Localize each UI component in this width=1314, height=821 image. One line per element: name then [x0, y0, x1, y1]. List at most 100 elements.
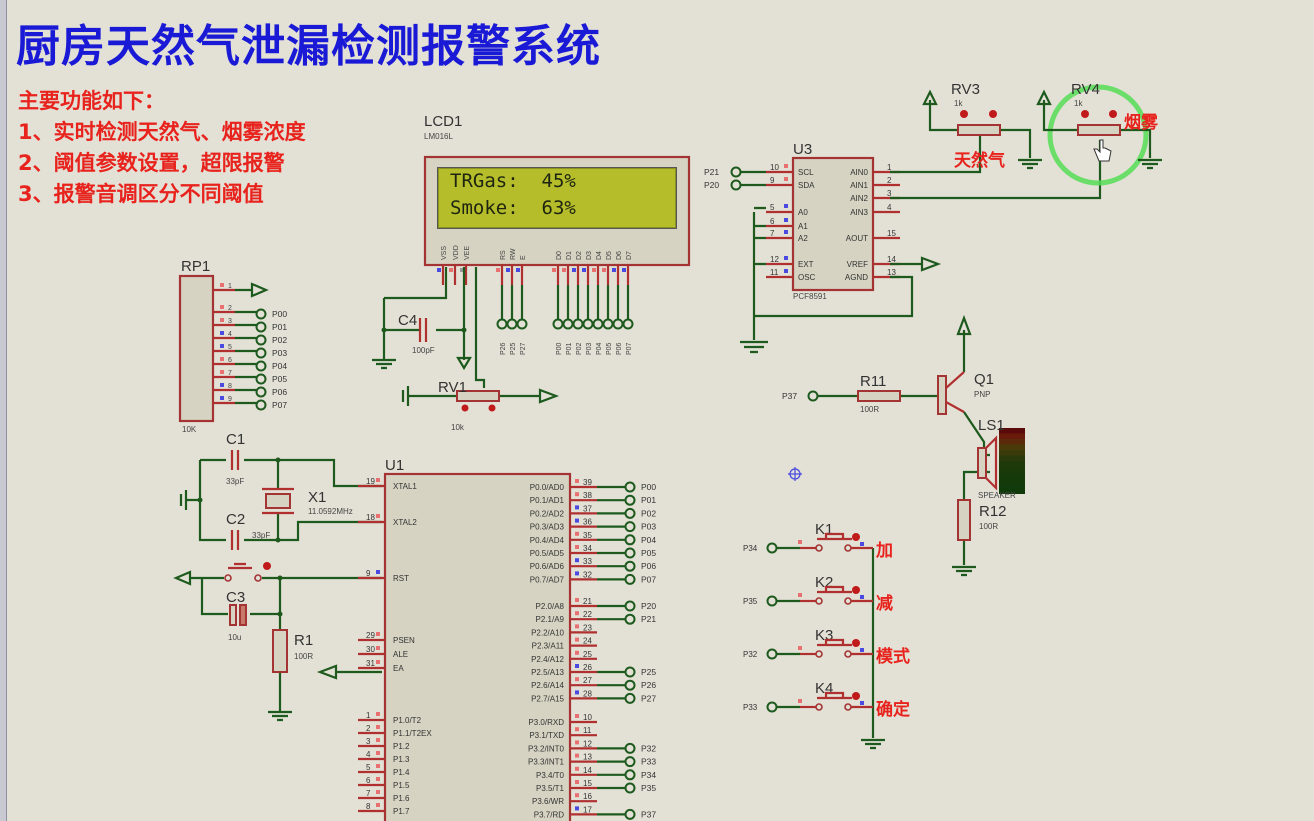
net-terminal: [624, 600, 636, 612]
pin-state-marker: [784, 177, 788, 181]
net-label: P01: [641, 495, 656, 505]
key-ref: K1: [815, 521, 833, 538]
u1-pin-number: 24: [583, 637, 592, 646]
u1-pin-name: P2.0/A8: [536, 602, 565, 611]
u1-pin-name: P1.3: [393, 755, 410, 764]
pin-state-marker: [784, 256, 788, 260]
u1-pin-name: P0.7/AD7: [530, 575, 565, 584]
pin-state-marker: [575, 505, 579, 510]
net-label: P20: [704, 180, 719, 190]
u3-pin-name: A2: [798, 234, 808, 243]
key-contact: [815, 703, 823, 711]
pin-state-marker: [575, 793, 579, 798]
u3-pin-number: 6: [770, 217, 775, 226]
u1-pin-number: 5: [366, 763, 371, 772]
net-label: P06: [616, 342, 623, 355]
key-contact: [844, 650, 852, 658]
u1-pin-number: 36: [583, 518, 592, 527]
u1-pin-name: P2.3/A11: [532, 642, 565, 651]
hand-cursor-icon: [1093, 139, 1112, 162]
u3-pin-number: 4: [887, 203, 892, 212]
rv4-potentiometer[interactable]: RV4 1k 烟雾: [1036, 81, 1162, 186]
key-contact: [844, 703, 852, 711]
net-terminal: [516, 318, 528, 330]
feature-item: 1、实时检测天然气、烟雾浓度: [18, 120, 306, 144]
u1-pin-name: P0.6/AD6: [530, 562, 565, 571]
net-label: P03: [641, 522, 656, 532]
highlight-circle: [1047, 84, 1149, 186]
r11-value: 100R: [860, 405, 879, 414]
rp1-resistor-pack[interactable]: RP1 10K 12P003P014P025P036P047P058P069P0…: [178, 258, 287, 434]
u3-pin-name: EXT: [798, 260, 814, 269]
speaker-level-segment: [999, 477, 1025, 483]
u1-microcontroller[interactable]: U1 19XTAL118XTAL29RST29PSEN30ALE31EA1P1.…: [358, 457, 656, 821]
crystal-oscillator[interactable]: C1 33pF C2 33pF X1 11.0592MHz: [179, 431, 382, 550]
c2-value: 33pF: [252, 531, 270, 540]
u1-ref: U1: [385, 457, 404, 474]
pin-state-marker: [496, 268, 500, 272]
lcd-pin-name: RW: [510, 248, 517, 260]
rv1-value: 10k: [451, 423, 465, 432]
rv3-potentiometer[interactable]: RV3 1k 天然气: [922, 81, 1042, 171]
net-label: P32: [743, 650, 758, 659]
c4-capacitor[interactable]: C4 100pF: [372, 267, 472, 371]
buzzer-driver[interactable]: P37 R11 100R Q1 PNP LS1 SPEAKER R12 100R: [782, 314, 1025, 577]
pin-state-marker: [376, 777, 380, 781]
u1-pin-number: 30: [366, 645, 375, 654]
lcd-pin-name: D4: [596, 251, 603, 260]
u1-pin-number: 3: [366, 737, 371, 746]
pin-state-marker: [575, 598, 579, 602]
u3-adc-chip[interactable]: U3 PCF8591 10SCL9SDA5A06A17A212EXT11OSCP…: [704, 135, 1102, 354]
u1-pin-number: 17: [583, 805, 592, 814]
u1-pin-number: 15: [583, 779, 592, 788]
net-terminal: [255, 386, 267, 398]
u1-pin-name: P3.7/RD: [534, 810, 564, 819]
rv4-annotation: 烟雾: [1124, 112, 1159, 133]
u1-pin-number: 18: [366, 513, 375, 522]
net-terminal: [624, 756, 636, 768]
u1-pin-number: 8: [366, 802, 371, 811]
pin-state-marker: [376, 514, 380, 518]
u1-pin-number: 31: [366, 659, 375, 668]
reset-circuit[interactable]: C3 10u R1 100R: [173, 562, 382, 722]
net-label: P02: [272, 335, 287, 345]
net-terminal: [255, 347, 267, 359]
u1-pin-number: 27: [583, 676, 592, 685]
speaker-level-segment: [999, 439, 1025, 445]
lcd1-ref: LCD1: [424, 113, 462, 130]
net-label: P21: [641, 614, 656, 624]
u1-pin-name: P3.4/T0: [536, 771, 565, 780]
u3-pin-number: 12: [770, 255, 779, 264]
net-terminal: [766, 542, 778, 554]
net-label: P26: [500, 342, 507, 355]
u3-part: PCF8591: [793, 292, 827, 301]
rv1-potentiometer[interactable]: RV1 10k: [401, 267, 560, 432]
pin-state-marker: [220, 396, 224, 400]
u1-pin-number: 32: [583, 570, 592, 579]
pin-state-marker: [612, 268, 616, 272]
c2-ref: C2: [226, 511, 245, 528]
rp1-ref: RP1: [181, 258, 210, 275]
ground-icon: [952, 565, 976, 577]
pin-state-marker: [220, 283, 224, 287]
ground-arrow-icon: [173, 570, 192, 586]
u1-pin-number: 2: [366, 724, 371, 733]
net-terminal: [624, 547, 636, 559]
u1-pin-name: P3.1/TXD: [529, 731, 564, 740]
pin-state-marker: [376, 738, 380, 742]
u3-pin-name: OSC: [798, 273, 816, 282]
pin-state-marker: [516, 268, 520, 272]
u1-pin-number: 33: [583, 557, 592, 566]
u1-pin-number: 4: [366, 750, 371, 759]
u1-pin-number: 34: [583, 544, 592, 553]
speaker-level-segment: [999, 450, 1025, 456]
pin-state-marker: [582, 268, 586, 272]
page-title: 厨房天然气泄漏检测报警系统: [16, 21, 601, 72]
speaker-level-segment: [999, 466, 1025, 472]
ground-icon: [268, 710, 292, 722]
pin-state-marker: [602, 268, 606, 272]
pin-state-marker: [449, 268, 453, 272]
key-function-label: 确定: [876, 699, 910, 720]
